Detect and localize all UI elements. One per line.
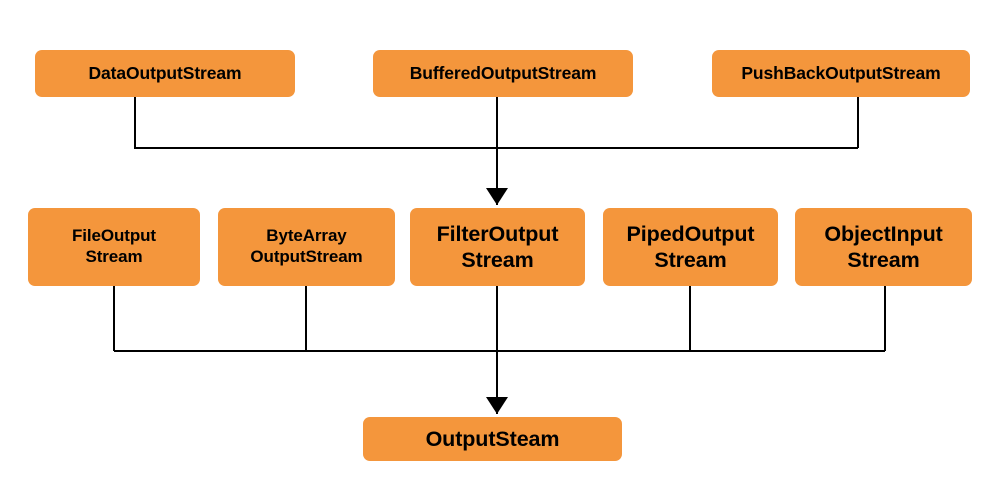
node-piped-output-stream[interactable]: PipedOutput Stream xyxy=(603,208,778,286)
node-object-input-stream[interactable]: ObjectInput Stream xyxy=(795,208,972,286)
arrow-head-output-steam xyxy=(486,397,508,414)
node-pushback-output-stream[interactable]: PushBackOutputStream xyxy=(712,50,970,97)
node-bytearray-output-stream[interactable]: ByteArray OutputStream xyxy=(218,208,395,286)
node-data-output-stream[interactable]: DataOutputStream xyxy=(35,50,295,97)
arrow-head-filter-output-stream xyxy=(486,188,508,205)
node-buffered-output-stream[interactable]: BufferedOutputStream xyxy=(373,50,633,97)
node-filter-output-stream[interactable]: FilterOutput Stream xyxy=(410,208,585,286)
node-output-steam[interactable]: OutputSteam xyxy=(363,417,622,461)
node-file-output-stream[interactable]: FileOutput Stream xyxy=(28,208,200,286)
